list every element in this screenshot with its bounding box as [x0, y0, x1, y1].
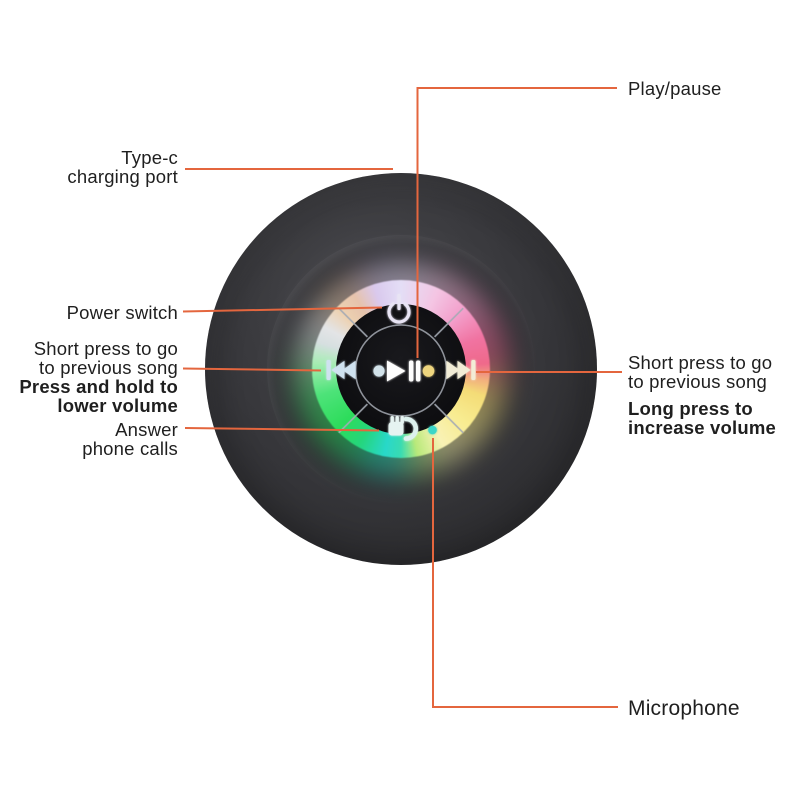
label-type-c-charging-port: Type-c charging port [67, 148, 178, 186]
answer-calls-callout-line [184, 427, 380, 432]
microphone-callout-line [432, 438, 618, 708]
callout-lines [182, 87, 622, 708]
label-text: to previous song [39, 357, 178, 378]
label-text: Press and hold to [19, 376, 178, 397]
answer-call-icon [388, 416, 419, 441]
left-short-press-callout-line [182, 367, 322, 372]
label-text: Microphone [628, 697, 740, 720]
microphone-dot [428, 425, 437, 435]
label-text: to previous song [628, 371, 767, 392]
label-answer-phone-calls: Answer phone calls [82, 420, 178, 458]
label-text: Short press to go [33, 338, 178, 359]
label-press-hold-lower-volume: Press and hold to lower volume [19, 377, 178, 415]
power-switch-callout-line [182, 306, 383, 313]
label-power-switch: Power switch [67, 303, 178, 322]
label-text: phone calls [82, 438, 178, 459]
play-pause-icon [373, 360, 435, 382]
label-play-pause: Play/pause [628, 79, 722, 98]
label-text: Answer [115, 419, 178, 440]
label-microphone: Microphone [628, 698, 740, 719]
next-track-icon [446, 360, 476, 380]
label-text: Long press to [628, 398, 753, 419]
label-text: Short press to go [628, 352, 773, 373]
label-long-press-increase-volume: Long press to increase volume [628, 399, 776, 437]
power-icon [387, 293, 411, 324]
label-right-short-press: Short press to go to previous song [628, 353, 772, 391]
label-text: increase volume [628, 417, 776, 438]
label-text: Power switch [66, 302, 178, 323]
previous-track-icon [326, 360, 356, 380]
label-text: Play/pause [628, 78, 722, 99]
label-text: charging port [67, 166, 178, 187]
play-pause-callout-line [416, 87, 617, 358]
label-text: Type-c [121, 147, 178, 168]
label-left-short-press: Short press to go to previous song [34, 339, 178, 377]
label-text: lower volume [57, 395, 178, 416]
